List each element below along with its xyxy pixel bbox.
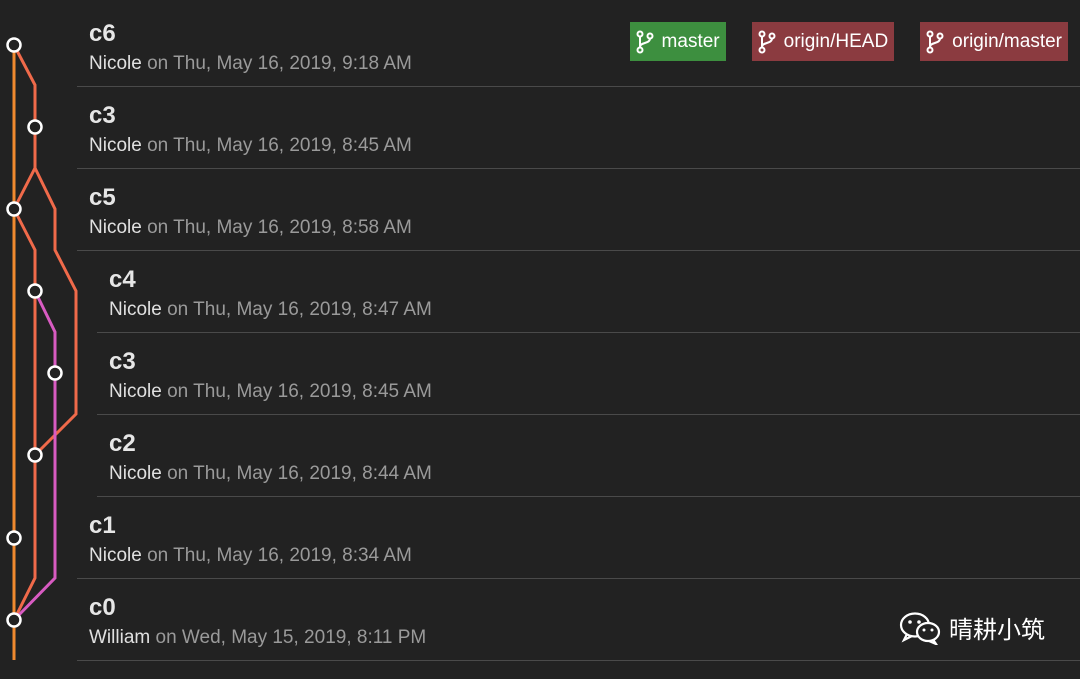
commit-title: c0 bbox=[89, 594, 116, 621]
commit-row-c4[interactable]: c4 Nicole on Thu, May 16, 2019, 8:47 AM bbox=[97, 251, 1080, 333]
commit-row-c2[interactable]: c2 Nicole on Thu, May 16, 2019, 8:44 AM bbox=[97, 415, 1080, 497]
commit-title: c5 bbox=[89, 184, 116, 211]
commit-date: on Thu, May 16, 2019, 8:58 AM bbox=[141, 217, 412, 238]
commit-author: Nicole bbox=[89, 217, 142, 238]
ref-badge-origin-master[interactable]: origin/master bbox=[920, 22, 1068, 61]
ref-label: master bbox=[661, 30, 720, 52]
commit-meta: Nicole on Thu, May 16, 2019, 8:45 AM bbox=[109, 380, 432, 404]
commit-meta: Nicole on Thu, May 16, 2019, 8:58 AM bbox=[89, 216, 412, 240]
commit-author: Nicole bbox=[109, 381, 162, 402]
commit-author: Nicole bbox=[89, 53, 142, 74]
commit-dot-c2 bbox=[27, 447, 43, 463]
commit-author: Nicole bbox=[89, 545, 142, 566]
commit-date: on Thu, May 16, 2019, 8:45 AM bbox=[161, 381, 432, 402]
commit-dot-c6 bbox=[6, 37, 22, 53]
commit-meta: Nicole on Thu, May 16, 2019, 8:34 AM bbox=[89, 544, 412, 568]
commit-date: on Wed, May 15, 2019, 8:11 PM bbox=[150, 627, 427, 648]
commit-date: on Thu, May 16, 2019, 9:18 AM bbox=[141, 53, 412, 74]
git-branch-icon bbox=[636, 30, 654, 53]
commit-dot-c3-b bbox=[47, 365, 63, 381]
watermark: 晴耕小筑 bbox=[899, 610, 1045, 645]
commit-date: on Thu, May 16, 2019, 8:45 AM bbox=[141, 135, 412, 156]
commit-row-c5[interactable]: c5 Nicole on Thu, May 16, 2019, 8:58 AM bbox=[77, 169, 1080, 251]
commit-row-c0[interactable]: c0 William on Wed, May 15, 2019, 8:11 PM bbox=[77, 579, 1080, 661]
commit-dot-c4 bbox=[27, 283, 43, 299]
commit-title: c4 bbox=[109, 266, 136, 293]
commit-row-c3[interactable]: c3 Nicole on Thu, May 16, 2019, 8:45 AM bbox=[77, 87, 1080, 169]
branch-line-c5-c4 bbox=[12, 208, 37, 621]
ref-badge-master[interactable]: master bbox=[629, 22, 726, 61]
commit-title: c3 bbox=[89, 102, 116, 129]
commit-author: William bbox=[89, 627, 151, 648]
commit-row-c6[interactable]: c6 Nicole on Thu, May 16, 2019, 9:18 AM … bbox=[77, 5, 1080, 87]
commit-author: Nicole bbox=[109, 299, 162, 320]
commit-title: c6 bbox=[89, 20, 116, 47]
commit-date: on Thu, May 16, 2019, 8:47 AM bbox=[161, 299, 432, 320]
branch-line-outer bbox=[33, 167, 78, 457]
ref-label: origin/HEAD bbox=[783, 30, 889, 52]
ref-badges: master origin/HEAD origin/master bbox=[629, 22, 1068, 61]
commit-title: c3 bbox=[109, 348, 136, 375]
commit-author: Nicole bbox=[89, 135, 142, 156]
commit-author: Nicole bbox=[109, 463, 162, 484]
commit-date: on Thu, May 16, 2019, 8:34 AM bbox=[141, 545, 412, 566]
commit-row-c3[interactable]: c3 Nicole on Thu, May 16, 2019, 8:45 AM bbox=[97, 333, 1080, 415]
commit-meta: Nicole on Thu, May 16, 2019, 9:18 AM bbox=[89, 52, 412, 76]
git-branch-icon bbox=[758, 30, 776, 53]
commit-title: c1 bbox=[89, 512, 116, 539]
commit-dot-c0 bbox=[6, 612, 22, 628]
wechat-icon bbox=[899, 611, 941, 645]
ref-label: origin/master bbox=[952, 30, 1062, 52]
commit-meta: Nicole on Thu, May 16, 2019, 8:44 AM bbox=[109, 462, 432, 486]
ref-badge-origin-head[interactable]: origin/HEAD bbox=[751, 22, 895, 61]
commit-dot-c3-a bbox=[27, 119, 43, 135]
git-branch-icon bbox=[926, 30, 944, 53]
commit-title: c2 bbox=[109, 430, 136, 457]
commit-dot-c5 bbox=[6, 201, 22, 217]
commit-meta: Nicole on Thu, May 16, 2019, 8:45 AM bbox=[89, 134, 412, 158]
commit-meta: Nicole on Thu, May 16, 2019, 8:47 AM bbox=[109, 298, 432, 322]
commit-date: on Thu, May 16, 2019, 8:44 AM bbox=[161, 463, 432, 484]
commit-meta: William on Wed, May 15, 2019, 8:11 PM bbox=[89, 626, 426, 650]
commit-dot-c1 bbox=[6, 530, 22, 546]
watermark-text: 晴耕小筑 bbox=[949, 617, 1045, 644]
commit-row-c1[interactable]: c1 Nicole on Thu, May 16, 2019, 8:34 AM bbox=[77, 497, 1080, 579]
